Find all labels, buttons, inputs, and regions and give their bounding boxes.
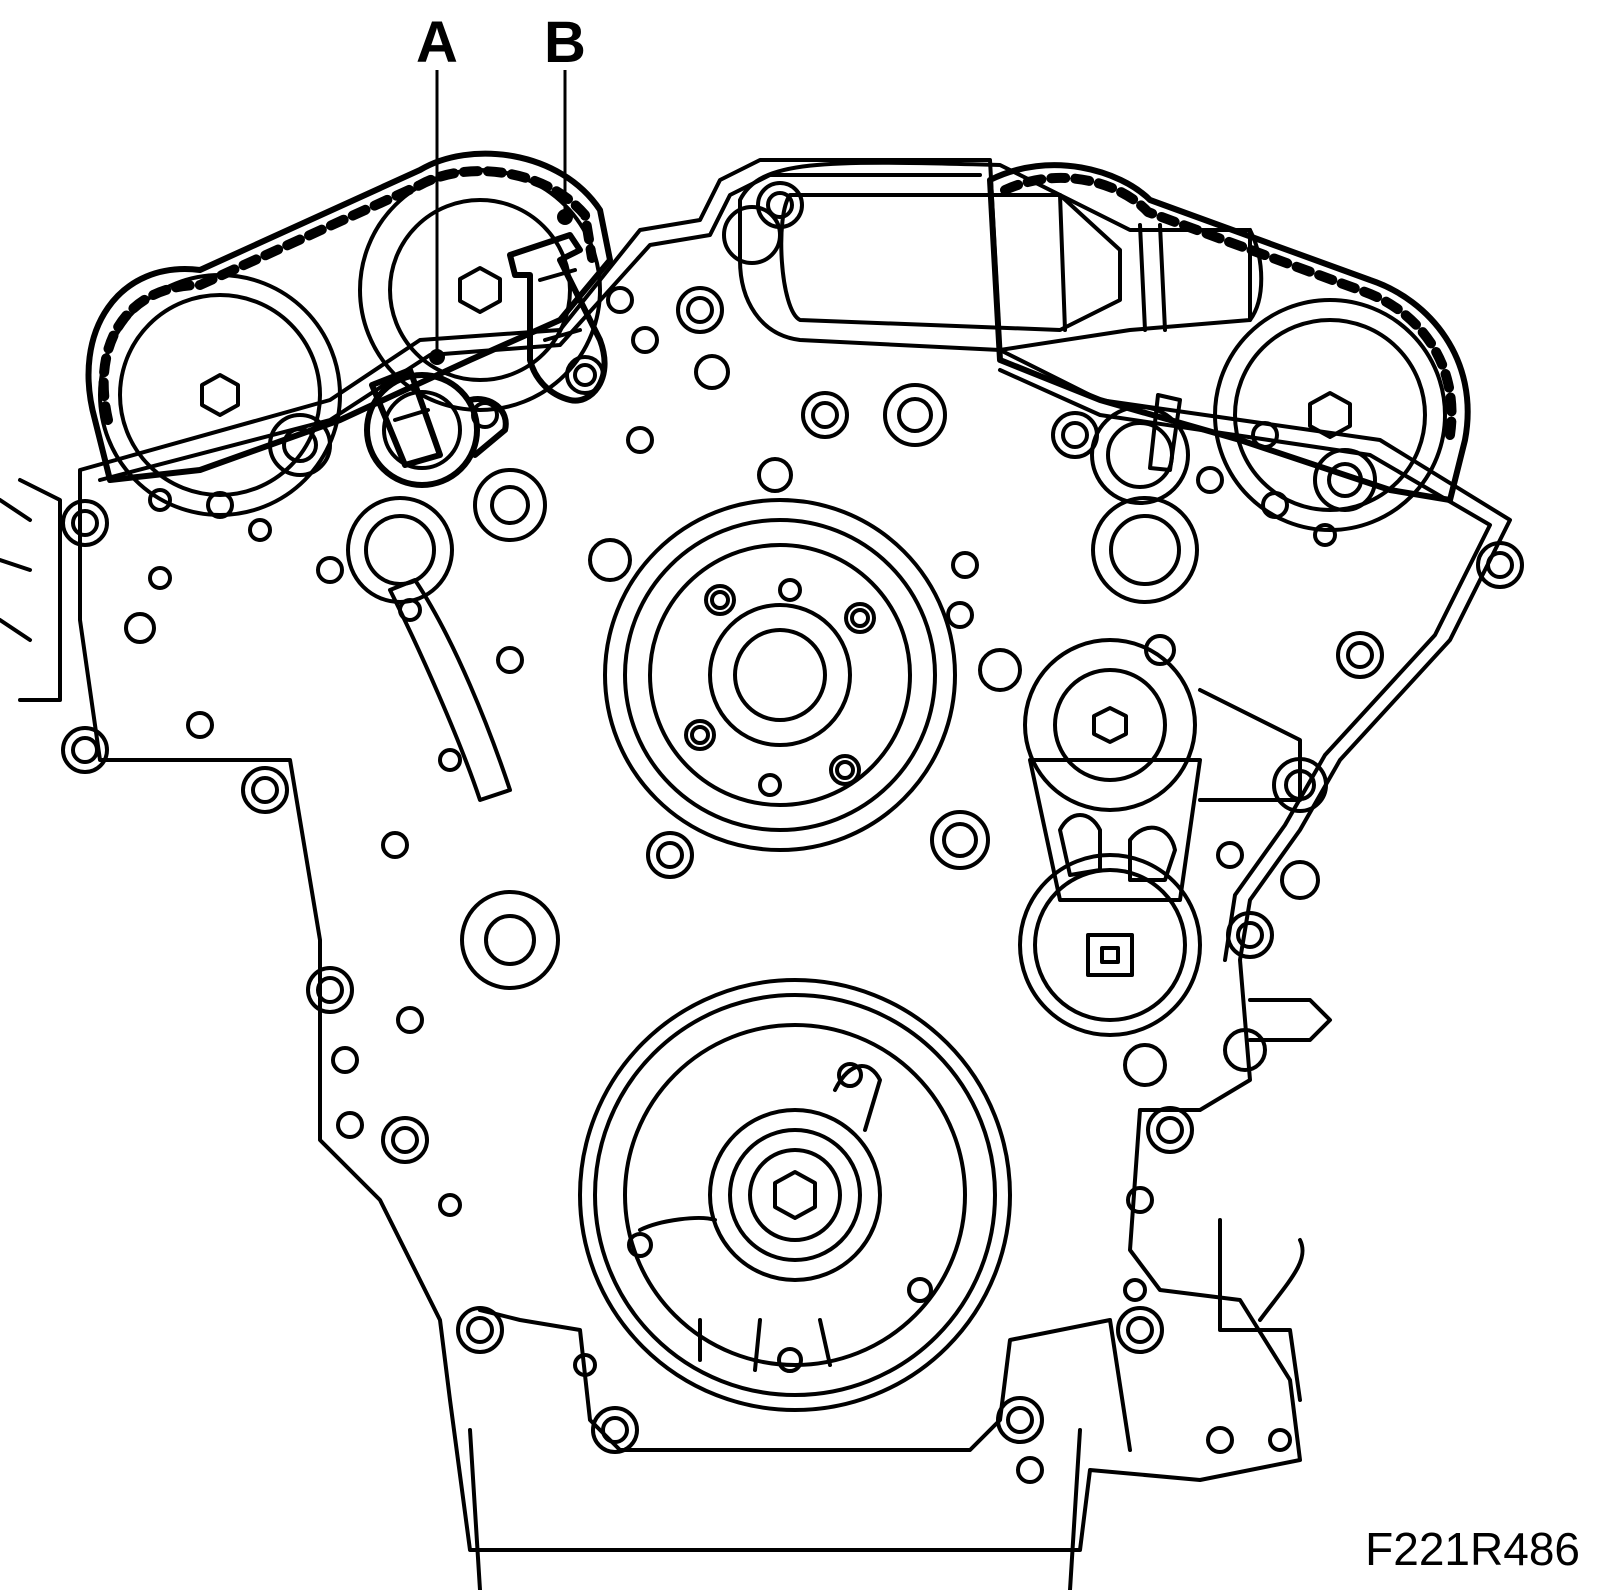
right-camshaft-sprocket bbox=[1213, 298, 1447, 532]
upper-idler-sprocket bbox=[358, 168, 602, 412]
left-chain-guide bbox=[388, 578, 512, 802]
crankshaft-pulley bbox=[578, 978, 1012, 1412]
left-camshaft-sprocket bbox=[98, 273, 342, 517]
callout-a: A bbox=[416, 10, 458, 365]
right-timing-chain bbox=[987, 162, 1471, 503]
sensor-a bbox=[364, 367, 509, 488]
coolant-crossover-pipe bbox=[738, 160, 1264, 352]
callout-b: B bbox=[544, 10, 586, 225]
water-pump-pulley bbox=[603, 498, 957, 852]
figure-code: F221R486 bbox=[1365, 1523, 1580, 1575]
belt-tensioner bbox=[1018, 638, 1328, 1037]
timing-cover bbox=[78, 158, 1512, 1552]
callout-label-b: B bbox=[544, 10, 586, 75]
mounting-bolts bbox=[61, 181, 1524, 1454]
right-sensor bbox=[1090, 393, 1190, 505]
lower-cover bbox=[468, 1218, 1305, 1590]
callout-label-a: A bbox=[416, 10, 458, 75]
cover-features bbox=[0, 286, 1377, 1484]
solenoid-b bbox=[507, 232, 608, 404]
